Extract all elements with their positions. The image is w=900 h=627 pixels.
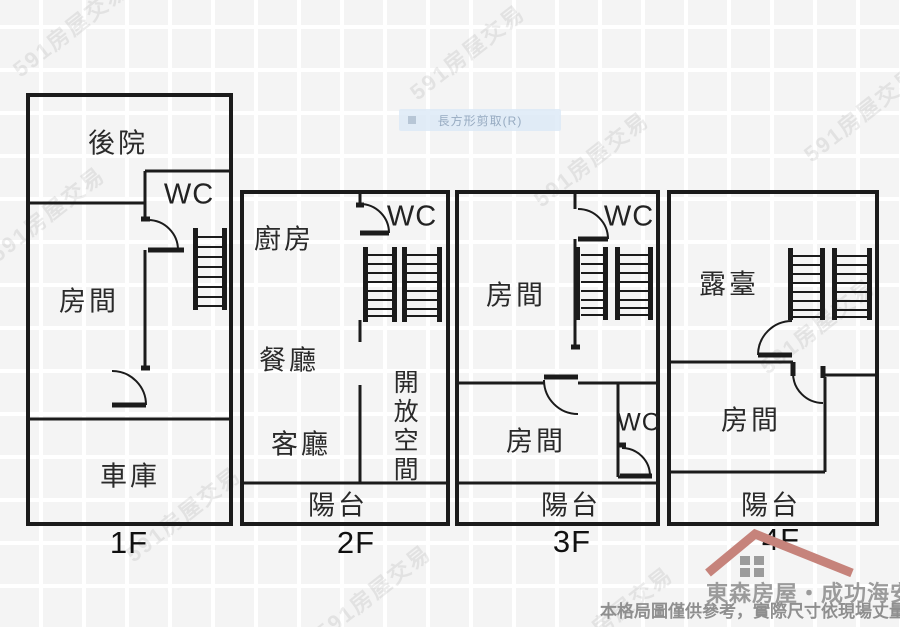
- room-label-terrace: 露臺: [699, 269, 759, 300]
- room-label-kitchen: 廚房: [254, 224, 314, 255]
- room-label-balcony-2f: 陽台: [308, 490, 368, 521]
- room-label-open-space: 開放空間: [390, 369, 419, 485]
- room-label-bedroom-3f-b: 房間: [506, 426, 566, 457]
- room-label-bedroom-4f: 房間: [721, 405, 781, 436]
- room-label-bedroom-3f-a: 房間: [486, 280, 546, 311]
- room-label-wc-3f-a: WC: [603, 200, 655, 233]
- brand-roof-icon: [705, 528, 854, 578]
- snip-tooltip[interactable]: 長方形剪取(R): [399, 109, 561, 131]
- room-label-bedroom-1f: 房間: [59, 286, 119, 317]
- floor-2f-walls: [240, 190, 450, 526]
- floor-1f-walls: [26, 93, 233, 526]
- room-label-garage: 車庫: [100, 461, 160, 492]
- snip-rect-icon: [408, 116, 416, 124]
- room-label-balcony-3f: 陽台: [541, 490, 601, 521]
- brand-name: 東森房屋・成功海安: [706, 581, 900, 606]
- disclaimer-text: 本格局圖僅供參考，實際尺寸依現場丈量為準: [600, 602, 900, 621]
- snip-tooltip-label: 長方形剪取(R): [437, 113, 523, 128]
- floor-4f-walls: [667, 190, 879, 526]
- room-label-wc-3f-b: WC: [617, 408, 661, 437]
- floor-3f-walls: [455, 190, 660, 526]
- room-label-wc-1f: WC: [163, 178, 215, 211]
- room-label-backyard: 後院: [88, 128, 148, 159]
- room-label-living: 客廳: [271, 429, 331, 460]
- floor-label-2f: 2F: [336, 525, 376, 560]
- room-label-dining: 餐廳: [259, 345, 319, 376]
- floor-label-3f: 3F: [552, 524, 592, 559]
- room-label-balcony-4f: 陽台: [741, 490, 801, 521]
- floor-label-1f: 1F: [109, 525, 149, 560]
- room-label-wc-2f: WC: [386, 200, 438, 233]
